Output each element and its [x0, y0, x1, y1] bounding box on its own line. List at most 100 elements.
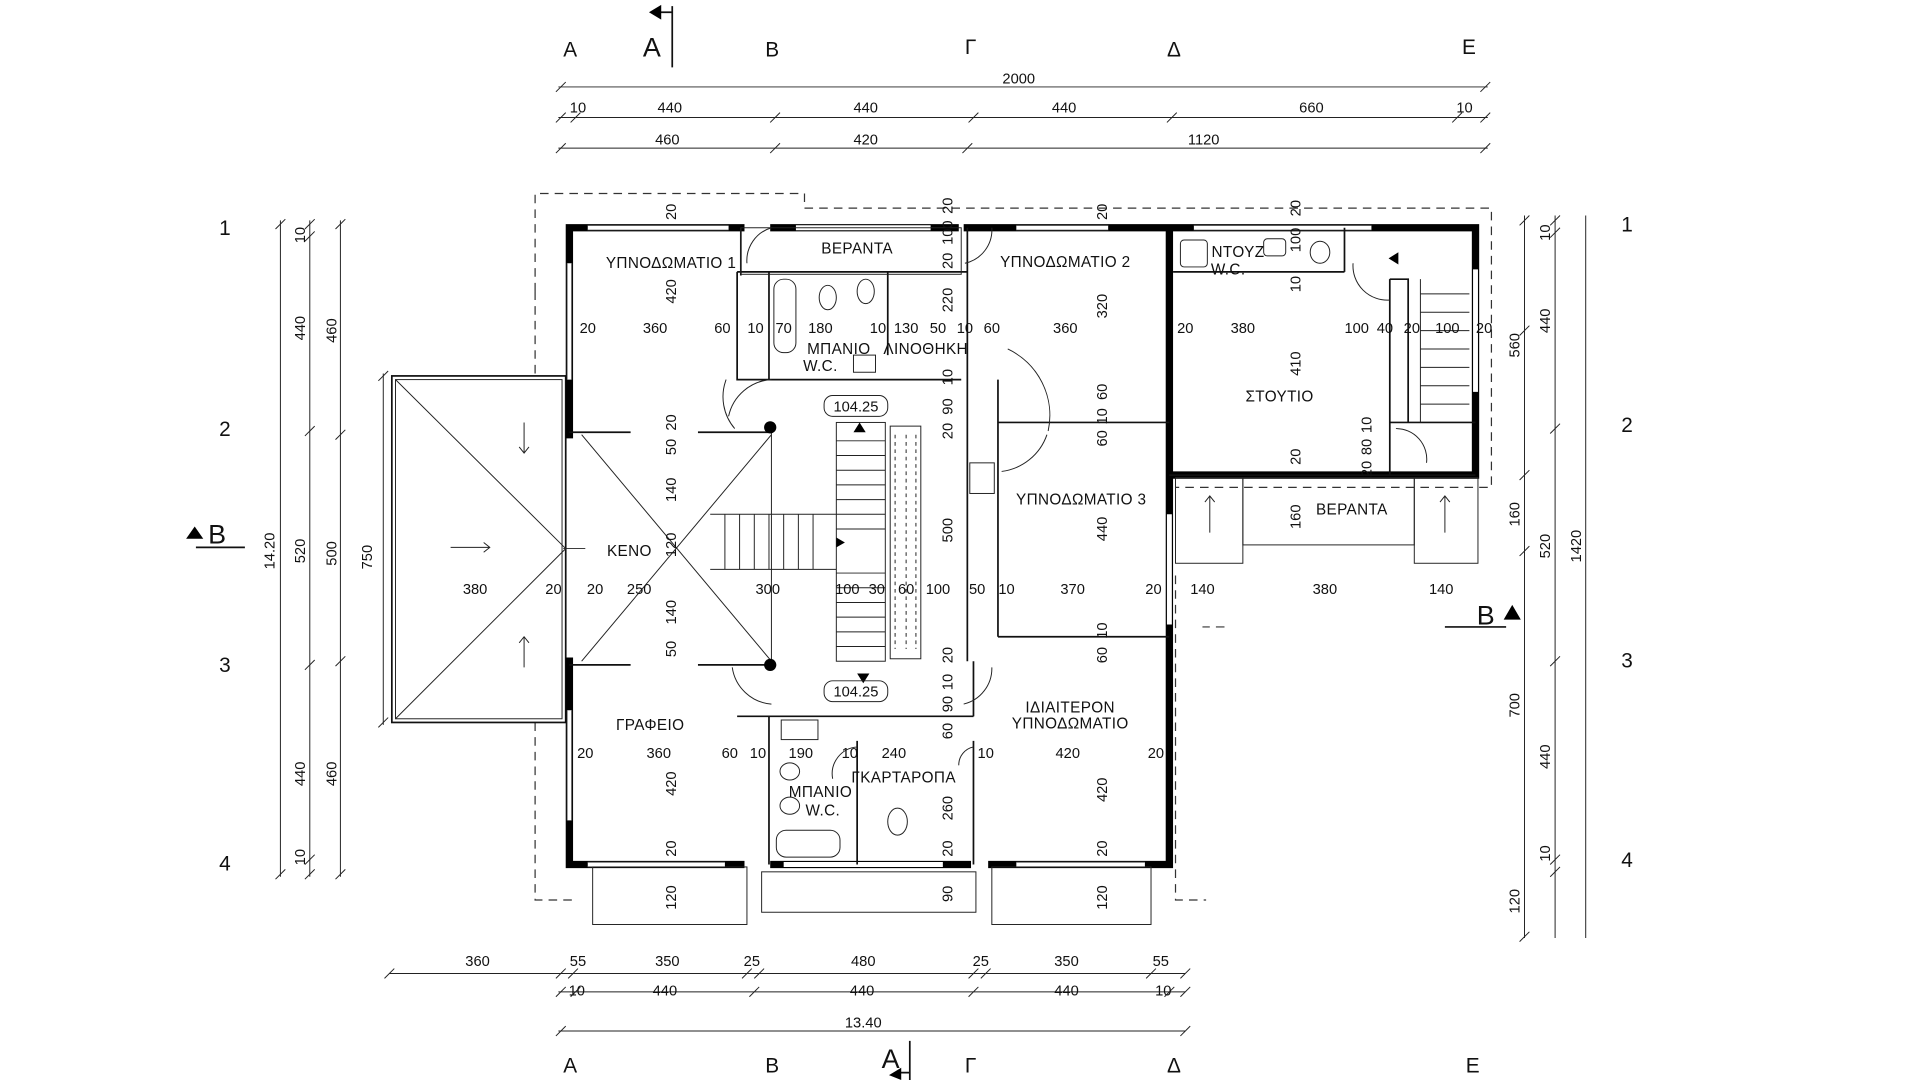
- room-label-shower-wc: W.C.: [1211, 261, 1246, 278]
- dimension-label: 10: [1095, 622, 1111, 638]
- dimension-label: 190: [789, 746, 814, 762]
- dimension-label: 70: [776, 321, 792, 337]
- dimension-tick: [275, 218, 286, 230]
- dimension-label: 20: [1145, 582, 1161, 598]
- dimension-label: 20: [1476, 321, 1492, 337]
- dimension-label: 60: [1095, 430, 1111, 446]
- dimension-label: 140: [664, 478, 680, 503]
- dimension-label: 90: [941, 696, 957, 712]
- building: [390, 192, 1493, 925]
- dimension-lines: [275, 81, 1587, 1037]
- grid-col-e: Ε: [1466, 1055, 1480, 1078]
- dimension-label: 420: [1055, 746, 1080, 762]
- dim-total: 13.40: [845, 1015, 882, 1031]
- grid-row-4: 4: [1621, 849, 1633, 872]
- left-terrace: [390, 375, 586, 724]
- section-marker-a-top: Α: [643, 4, 674, 68]
- toilet-icon: [1309, 240, 1331, 264]
- dimension-label: 360: [647, 746, 672, 762]
- level-marker: 104.25: [833, 685, 878, 701]
- veranda-top: [740, 227, 962, 275]
- dimension-label: 20: [1288, 200, 1304, 216]
- dimension-tick: [1519, 469, 1530, 481]
- section-marker-a-bottom: Α: [882, 1040, 911, 1080]
- room-label-wardrobe: ΓΚΑΡΤΑΡΟΠΑ: [851, 769, 956, 786]
- dimension-tick: [378, 717, 389, 728]
- dimension-label: 20: [1404, 321, 1420, 337]
- dimension-label: 100: [926, 582, 951, 598]
- level-markers: 104.25 104.25: [823, 395, 889, 703]
- dimension-label: 20: [941, 647, 957, 663]
- dimension-tick: [335, 869, 346, 880]
- dimension-tick: [741, 968, 753, 979]
- section-label: Β: [208, 520, 226, 550]
- dimension-label: 10: [842, 746, 858, 762]
- dim: 560: [1508, 333, 1524, 358]
- room-label-veranda-right: ΒΕΡΑΝΤΑ: [1316, 501, 1388, 518]
- room-label-shower: ΝΤΟΥΖ: [1212, 244, 1265, 261]
- bathtub-icon: [773, 278, 797, 354]
- dimension-label: 20: [664, 204, 680, 220]
- grid-row-1: 1: [1621, 213, 1633, 236]
- dimension-label: 360: [643, 321, 668, 337]
- grid-labels-bottom: Α Β Γ Δ Ε: [563, 1055, 1479, 1078]
- dimension-label: 20: [545, 582, 561, 598]
- dimension-label: 20: [664, 414, 680, 430]
- grid-row-1: 1: [219, 217, 231, 240]
- room-label-bedroom-2: ΥΠΝΟΔΩΜΑΤΙΟ 2: [1000, 254, 1130, 271]
- dim: 440: [1538, 744, 1554, 769]
- dim: 460: [325, 318, 341, 343]
- dimension-labels-top: 2000 10 440 440 440 660 10 460 420 1120: [570, 71, 1473, 148]
- dimension-label: 60: [941, 723, 957, 739]
- dimension-label: 10: [978, 746, 994, 762]
- grid-row-3: 3: [219, 654, 231, 677]
- dimension-label: 360: [1053, 321, 1078, 337]
- dim: 480: [851, 954, 876, 970]
- sink-icon: [852, 354, 876, 373]
- dimension-tick: [1480, 142, 1491, 154]
- dimension-label: 420: [664, 279, 680, 304]
- dimension-tick: [1549, 866, 1561, 878]
- room-label-office: ΓΡΑΦΕΙΟ: [616, 717, 684, 734]
- dimension-tick: [567, 968, 579, 979]
- room-label-bathroom-lower: ΜΠΑΝΙΟ: [789, 784, 852, 801]
- dimension-label: 10: [747, 321, 763, 337]
- toilet-icon: [779, 762, 801, 781]
- dimension-label: 20: [941, 198, 957, 214]
- dimension-tick: [769, 142, 781, 154]
- dimension-tick: [968, 968, 979, 979]
- sink-icon: [1263, 238, 1287, 257]
- room-labels: ΥΠΝΟΔΩΜΑΤΙΟ 1 ΒΕΡΑΝΤΑ ΥΠΝΟΔΩΜΑΤΙΟ 2 ΝΤΟΥ…: [606, 240, 1388, 819]
- dimension-label: 10: [941, 674, 957, 690]
- veranda-bottom-right: [991, 866, 1152, 925]
- dimension-tick: [570, 112, 581, 123]
- kitchen-sink-icon: [969, 462, 995, 494]
- exterior-walls: [565, 224, 1480, 869]
- grid-col-a: Α: [563, 1055, 577, 1078]
- grid-col-a: Α: [563, 38, 577, 61]
- dimension-label: 20: [941, 840, 957, 856]
- dimension-tick: [1180, 968, 1191, 979]
- dimension-tick: [1519, 931, 1530, 942]
- dimension-label: 100: [941, 220, 957, 245]
- dimension-tick: [1480, 81, 1491, 93]
- grid-col-c: Γ: [965, 1055, 976, 1078]
- dim: 10: [293, 849, 309, 865]
- dimension-label: 50: [969, 582, 985, 598]
- dim: 460: [325, 762, 341, 787]
- dimension-label: 10: [750, 746, 766, 762]
- dimension-label: 10: [1095, 408, 1111, 424]
- dimension-tick: [1549, 423, 1561, 434]
- dimension-label: 50: [664, 641, 680, 657]
- dim: 750: [360, 545, 376, 570]
- dimension-label: 250: [627, 582, 652, 598]
- dimension-tick: [753, 968, 765, 979]
- dim: 10: [570, 101, 586, 117]
- grid-col-e: Ε: [1462, 36, 1476, 59]
- room-label-bedroom-1: ΥΠΝΟΔΩΜΑΤΙΟ 1: [606, 255, 736, 272]
- room-label-veranda: ΒΕΡΑΝΤΑ: [821, 240, 893, 257]
- dim: 360: [465, 954, 490, 970]
- grid-row-2: 2: [219, 418, 231, 441]
- room-label-private-bedroom-2: ΥΠΝΟΔΩΜΑΤΙΟ: [1012, 716, 1129, 733]
- dim: 440: [658, 101, 683, 117]
